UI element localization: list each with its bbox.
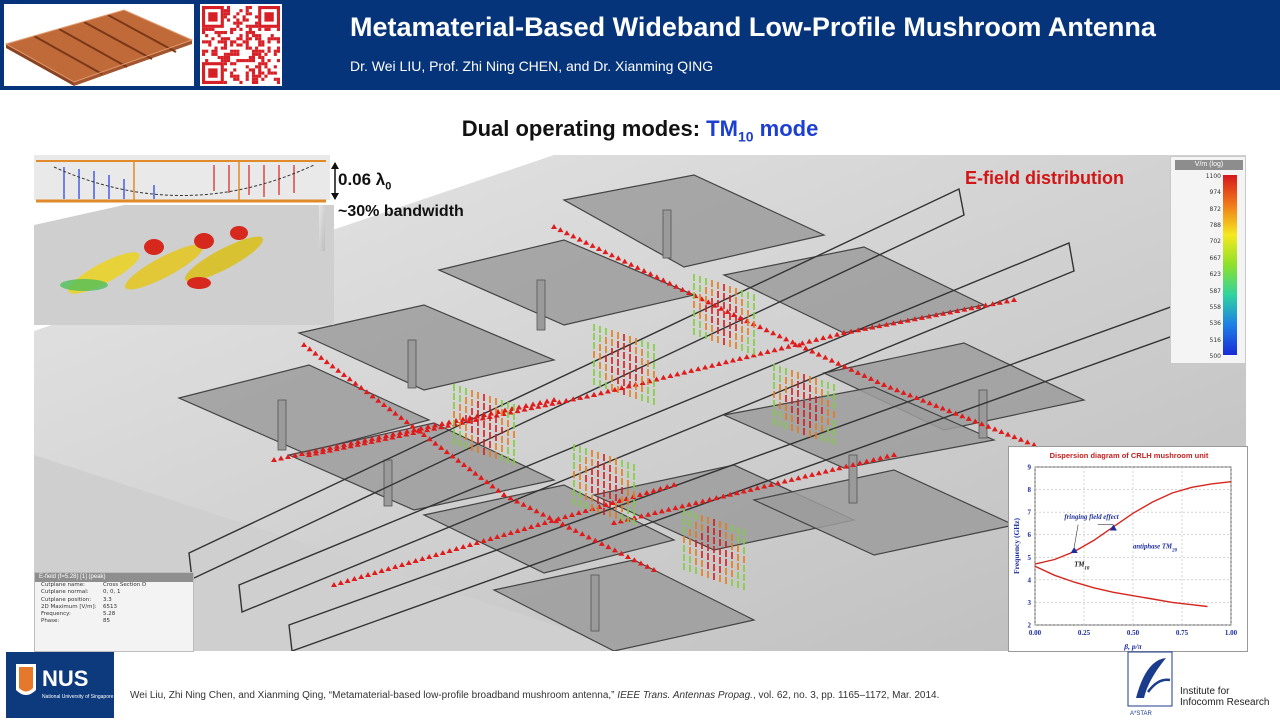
colorbar-tick: 500 [1209, 353, 1221, 360]
nus-logo: NUS National University of Singapore [6, 652, 114, 718]
info-row: 2D Maximum [V/m]: 6513 [35, 604, 193, 611]
info-key: Cutplane position: [41, 596, 92, 603]
info-value: 3.3 [103, 596, 112, 603]
chart-annotation-subscript: 10 [1084, 566, 1090, 571]
info-key: Frequency: [41, 611, 71, 618]
authors-line: Dr. Wei LIU, Prof. Zhi Ning CHEN, and Dr… [350, 58, 714, 74]
info-value: 5.28 [103, 611, 116, 618]
mode-label: TM10 mode [706, 116, 819, 145]
astar-logo: A*STAR [1126, 650, 1276, 718]
colorbar-tick: 702 [1209, 238, 1221, 246]
dispersion-chart: Dispersion diagram of CRLH mushroom unit… [1008, 446, 1248, 652]
astar-mark: A*STAR [1130, 711, 1153, 717]
info-value: 85 [103, 618, 110, 625]
efield-simulation-figure [34, 155, 1246, 651]
citation-details: , vol. 62, no. 3, pp. 1165–1172, Mar. 20… [752, 690, 940, 701]
colorbar-tick: 558 [1209, 303, 1221, 311]
page-title: Metamaterial-Based Wideband Low-Profile … [350, 12, 1156, 42]
mode-subscript: 10 [737, 128, 754, 145]
height-subscript: 0 [385, 180, 392, 193]
mode-suffix: mode [753, 116, 819, 141]
series-line [1034, 481, 1232, 565]
colorbar-tick: 516 [1209, 336, 1221, 344]
chart-title: Dispersion diagram of CRLH mushroom unit [1050, 451, 1209, 460]
chart-plot-area [1034, 466, 1232, 626]
x-axis-label: β, p/π [1123, 642, 1142, 651]
info-key: Cutplane name: [41, 582, 85, 588]
chart-annotation: TM10 [1074, 561, 1090, 571]
colorbar-legend: V/m (log) 1100 974 872 788 702 667 623 587 558 53… [1170, 156, 1246, 364]
y-tick-label: 5 [1028, 554, 1032, 562]
series-line [1034, 565, 1208, 608]
simulation-info-panel: E-field (f=5.28) [1] (peak) Cutplane nam… [34, 572, 194, 652]
x-tick-label: 0.50 [1127, 629, 1140, 637]
x-tick-label: 1.00 [1225, 629, 1238, 637]
y-axis-label: Frequency (GHz) [1012, 518, 1021, 574]
y-tick-label: 4 [1028, 576, 1032, 584]
section-heading: Dual operating modes: TM10 mode [0, 116, 1280, 144]
info-row: Frequency: 5.28 [35, 611, 193, 618]
nus-logo-text: NUS [42, 666, 88, 691]
info-value: 0, 0, 1 [103, 589, 121, 596]
header-banner: Metamaterial-Based Wideband Low-Profile … [0, 0, 1280, 90]
data-marker [1070, 547, 1078, 554]
info-row: Cutplane normal: 0, 0, 1 [35, 589, 193, 596]
mode-main: TM [706, 116, 738, 141]
bandwidth-label: ~30% bandwidth [338, 203, 464, 220]
y-tick-label: 3 [1028, 599, 1032, 607]
x-tick-label: 0.25 [1078, 629, 1091, 637]
colorbar-title: V/m (log) [1175, 160, 1243, 170]
citation-journal: IEEE Trans. Antennas Propag. [617, 690, 753, 701]
info-key: 2D Maximum [V/m]: [41, 603, 97, 610]
colorbar-gradient [1223, 175, 1237, 355]
heading-prefix: Dual operating modes: [461, 116, 707, 141]
info-row: Phase: 85 [35, 618, 193, 625]
data-marker [1109, 524, 1117, 531]
y-tick-label: 9 [1028, 464, 1032, 472]
chart-annotation-subscript: 20 [1171, 548, 1178, 553]
x-tick-label: 0.00 [1029, 629, 1042, 637]
colorbar-tick: 974 [1209, 189, 1221, 197]
height-label: 0.06 λ0 [338, 170, 391, 192]
colorbar-tick: 623 [1209, 271, 1221, 279]
citation: Wei Liu, Zhi Ning Chen, and Xianming Qin… [130, 690, 939, 701]
info-value: 6513 [103, 603, 117, 610]
antenna-thumbnail-image [4, 4, 194, 86]
institute-line2: Infocomm Research [1180, 697, 1270, 708]
chart-annotation: antiphase TM20 [1133, 543, 1178, 553]
chart-annotation: fringing field effect [1064, 514, 1119, 521]
citation-authors-title: Wei Liu, Zhi Ning Chen, and Xianming Qin… [130, 690, 618, 701]
colorbar-tick: 872 [1209, 205, 1221, 213]
info-value: Cross Section D [103, 582, 147, 588]
y-tick-label: 2 [1028, 622, 1032, 630]
y-tick-label: 7 [1028, 509, 1032, 517]
qr-code[interactable] [200, 4, 282, 86]
height-value: 0.06 λ [338, 170, 386, 189]
info-key: Cutplane normal: [41, 589, 89, 596]
nus-logo-subtext: National University of Singapore [42, 694, 114, 700]
colorbar-tick: 536 [1209, 320, 1221, 328]
colorbar-tick: 587 [1209, 287, 1221, 295]
x-tick-label: 0.75 [1176, 629, 1189, 637]
y-tick-label: 6 [1028, 531, 1032, 539]
institute-line1: Institute for [1180, 686, 1230, 697]
colorbar-tick: 788 [1209, 222, 1221, 230]
info-panel-title: E-field (f=5.28) [1] (peak) [35, 573, 193, 582]
info-row: Cutplane name: Cross Section D [35, 582, 193, 589]
y-tick-label: 8 [1028, 486, 1032, 494]
annotation-leader [1073, 524, 1079, 548]
info-row: Cutplane position: 3.3 [35, 597, 193, 604]
info-key: Phase: [41, 618, 60, 625]
colorbar-tick: 667 [1209, 254, 1221, 262]
colorbar-tick: 1100 [1205, 173, 1221, 180]
efield-label: E-field distribution [965, 168, 1124, 188]
